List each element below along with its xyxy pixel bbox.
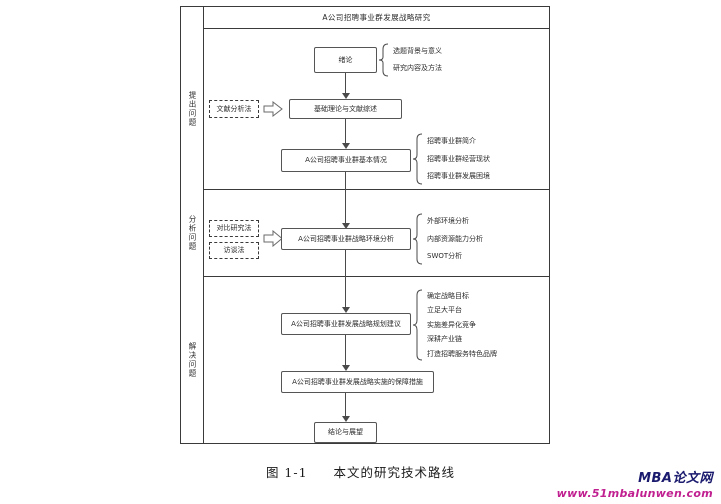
stage-cell-propose: 提出问题	[181, 29, 204, 189]
stage-cell-solve: 解决问题	[181, 276, 204, 443]
stage-label-solve: 解决问题	[188, 341, 197, 378]
stage-divider-1	[204, 189, 549, 190]
bullet-intro-1: 研究内容及方法	[393, 64, 442, 73]
bullet-basics-2: 招聘事业群发展困境	[427, 172, 490, 181]
stage-divider-2	[204, 276, 549, 277]
bullets-environment: 外部环境分析 内部资源能力分析 SWOT分析	[427, 213, 483, 265]
brace-environment	[412, 213, 424, 265]
arrowhead-basics-environment	[341, 223, 350, 229]
caption-number: 图 1-1	[265, 465, 308, 480]
arrowhead-environment-planning	[341, 307, 350, 313]
brace-planning	[412, 289, 424, 361]
brace-intro	[378, 43, 390, 77]
stage-cell-analyze: 分析问题	[181, 189, 204, 276]
bullet-planning-3: 深耕产业链	[427, 335, 462, 344]
node-intro: 绪论	[314, 47, 377, 73]
arrowhead-planning-safeguard	[341, 365, 350, 371]
bullet-environment-0: 外部环境分析	[427, 217, 469, 226]
bullet-basics-1: 招聘事业群经营现状	[427, 154, 490, 163]
watermark: MBA论文网 www.51mbalunwen.com	[557, 467, 713, 500]
figure-caption: 图 1-1 本文的研究技术路线	[0, 462, 721, 481]
connector-basics-environment	[345, 172, 346, 225]
node-conclusion: 结论与展望	[314, 422, 377, 443]
stage-column	[181, 7, 204, 443]
bullet-planning-4: 打造招聘服务特色品牌	[427, 349, 497, 358]
bullet-environment-2: SWOT分析	[427, 252, 463, 261]
figure-frame: A公司招聘事业群发展战略研究 提出问题 分析问题 解决问题 绪论 选题背景与意义…	[180, 6, 550, 444]
bullets-planning: 确定战略目标 立足大平台 实施差异化竞争 深耕产业链 打造招聘服务特色品牌	[427, 289, 497, 361]
arrowhead-safeguard-conclusion	[341, 416, 350, 422]
watermark-url: www.51mbalunwen.com	[556, 487, 713, 500]
node-planning: A公司招聘事业群发展战略规划建议	[281, 313, 411, 335]
node-theory: 基础理论与文献综述	[289, 99, 402, 119]
node-environment: A公司招聘事业群战略环境分析	[281, 228, 411, 250]
connector-theory-basics	[345, 119, 346, 145]
connector-planning-safeguard	[345, 335, 346, 367]
bullet-intro-0: 选题背景与意义	[393, 47, 442, 56]
connector-safeguard-conclusion	[345, 393, 346, 418]
watermark-brand: MBA论文网	[638, 471, 713, 486]
bullets-intro: 选题背景与意义 研究内容及方法	[393, 43, 442, 77]
arrowhead-intro-theory	[341, 93, 350, 99]
bullet-basics-0: 招聘事业群简介	[427, 137, 476, 146]
node-safeguard: A公司招聘事业群发展战略实施的保障措施	[281, 371, 434, 393]
node-basics: A公司招聘事业群基本情况	[281, 149, 411, 172]
connector-environment-planning	[345, 250, 346, 309]
bullets-basics: 招聘事业群简介 招聘事业群经营现状 招聘事业群发展困境	[427, 133, 490, 185]
method-comparative: 对比研究法	[209, 220, 259, 237]
arrowhead-theory-basics	[341, 143, 350, 149]
stage-label-propose: 提出问题	[188, 91, 197, 127]
connector-intro-theory	[345, 73, 346, 95]
stage-label-analyze: 分析问题	[188, 214, 197, 251]
fat-arrow-literature	[263, 100, 283, 121]
caption-text: 本文的研究技术路线	[333, 465, 456, 480]
bullet-planning-0: 确定战略目标	[427, 292, 469, 300]
bullet-environment-1: 内部资源能力分析	[427, 234, 483, 243]
bullet-planning-2: 实施差异化竞争	[427, 320, 476, 329]
figure-title: A公司招聘事业群发展战略研究	[204, 7, 549, 29]
bullet-planning-1: 立足大平台	[427, 306, 462, 315]
method-interview: 访谈法	[209, 242, 259, 259]
fat-arrow-analysis	[263, 229, 283, 251]
brace-basics	[412, 133, 424, 185]
method-literature: 文献分析法	[209, 100, 259, 118]
